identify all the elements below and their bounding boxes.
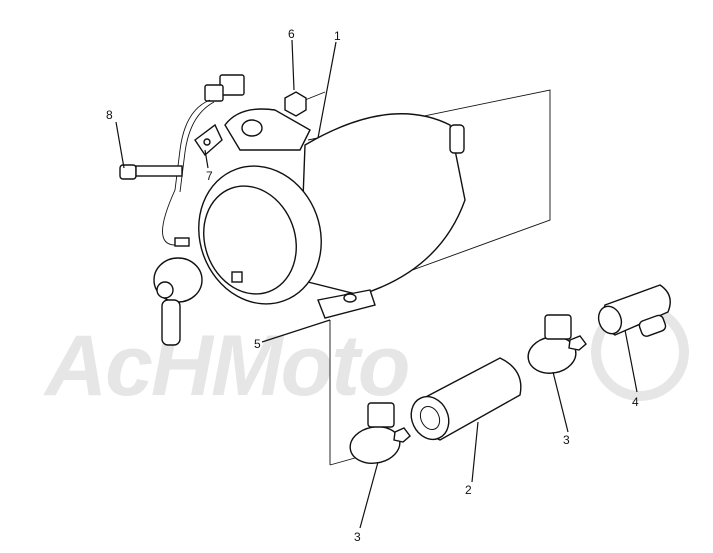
fuel-fitting bbox=[597, 284, 671, 337]
callout-8: 8 bbox=[106, 108, 113, 122]
callout-6: 6 bbox=[288, 27, 295, 41]
watermark-text: AcHMoto bbox=[43, 318, 408, 414]
callout-labels: 1 6 8 7 5 2 3 4 3 bbox=[106, 27, 639, 544]
hose-clamp-lower bbox=[349, 402, 411, 464]
wire-clip bbox=[194, 123, 223, 157]
hose-clamp-upper bbox=[527, 314, 587, 374]
callout-1: 1 bbox=[334, 29, 341, 43]
nut bbox=[284, 91, 307, 117]
mounting-bolt bbox=[119, 164, 183, 180]
callout-3-lower: 3 bbox=[354, 530, 361, 544]
leader-lines bbox=[115, 39, 638, 529]
callout-3-upper: 3 bbox=[563, 433, 570, 447]
watermark: AcHMoto bbox=[43, 303, 689, 414]
callout-5: 5 bbox=[254, 337, 261, 351]
callout-4: 4 bbox=[632, 395, 639, 409]
fuel-pump-body bbox=[153, 74, 466, 346]
callout-7: 7 bbox=[206, 169, 213, 183]
hose bbox=[410, 357, 522, 441]
callout-2: 2 bbox=[465, 483, 472, 497]
explode-guide-lines bbox=[304, 89, 551, 466]
